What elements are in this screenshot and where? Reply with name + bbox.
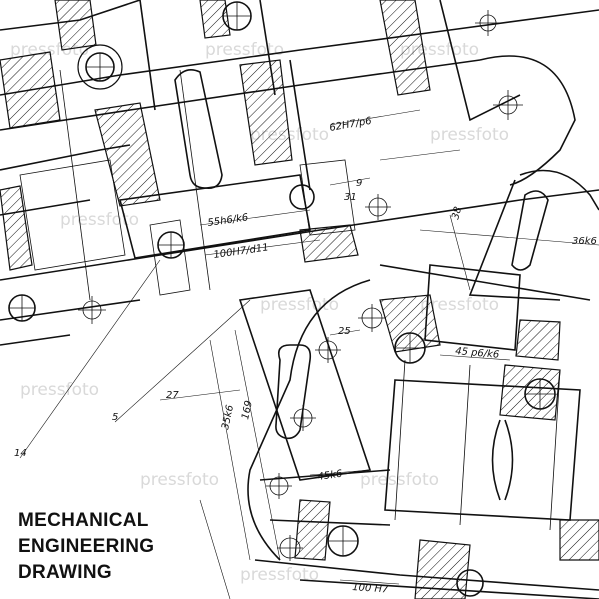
watermark: pressfoto <box>420 295 499 315</box>
title-line-3: DRAWING <box>18 562 112 583</box>
dim-100-H7: 100 H7 <box>352 582 389 596</box>
dim-14: 14 <box>14 448 27 459</box>
dim-169: 169 <box>240 400 255 421</box>
dim-38: 38 <box>450 206 464 221</box>
drawing-title: MECHANICAL ENGINEERING DRAWING <box>18 508 154 586</box>
dim-45k6: 45k6 <box>317 469 343 483</box>
watermark: pressfoto <box>430 125 509 145</box>
dim-45-p6-k6: 45 p6/k6 <box>455 346 500 361</box>
dim-62H7-p6: 62H7/p6 <box>329 116 373 134</box>
watermark: pressfoto <box>360 470 439 490</box>
dim-55h6-k6: 55h6/k6 <box>207 212 249 229</box>
title-line-1: MECHANICAL <box>18 510 149 531</box>
dim-36k6: 36k6 <box>572 236 597 247</box>
watermark: pressfoto <box>240 565 319 585</box>
watermark: pressfoto <box>20 380 99 400</box>
watermark: pressfoto <box>60 210 139 230</box>
dim-27: 27 <box>166 390 179 401</box>
watermark: pressfoto <box>140 470 219 490</box>
dim-35k6: 35k6 <box>220 404 236 431</box>
dim-9: 9 <box>356 178 362 189</box>
watermark-layer: pressfoto pressfoto pressfoto pressfoto … <box>10 40 509 585</box>
dim-25: 25 <box>338 326 351 337</box>
dim-31: 31 <box>344 192 357 203</box>
bearings <box>8 1 556 597</box>
lower-housing <box>238 169 599 599</box>
dimension-lines <box>19 109 599 599</box>
watermark: pressfoto <box>260 295 339 315</box>
dim-5: 5 <box>112 412 118 423</box>
title-line-2: ENGINEERING <box>18 536 155 557</box>
